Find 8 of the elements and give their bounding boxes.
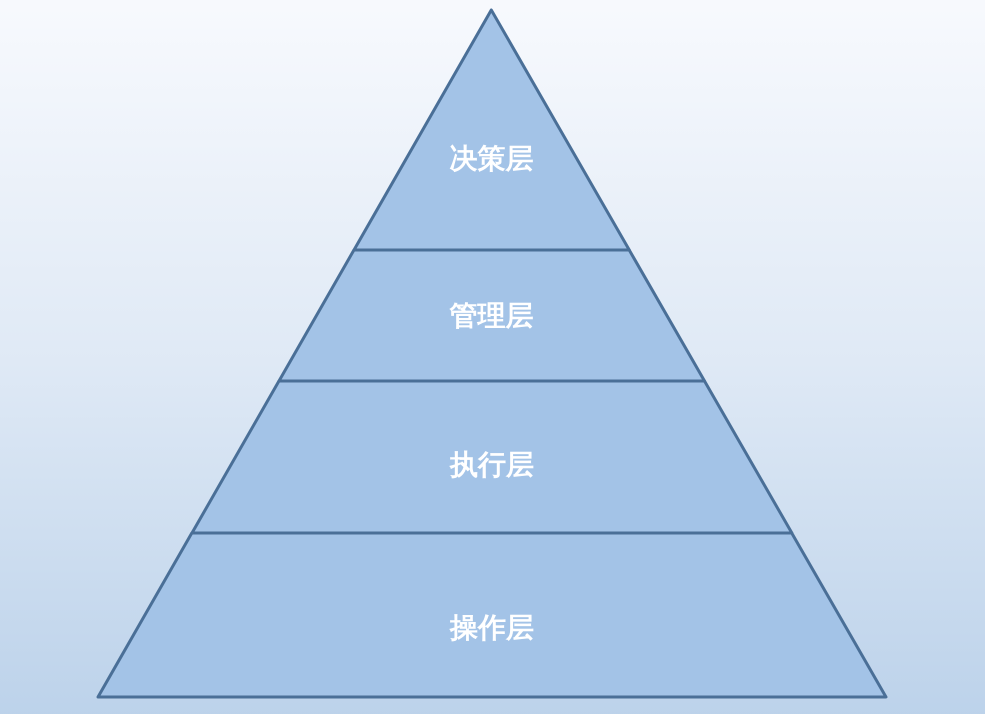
tier-label: 执行层 — [450, 448, 534, 482]
pyramid-tier — [98, 533, 886, 697]
pyramid-tier — [354, 10, 629, 250]
pyramid-tier — [192, 381, 792, 533]
tier-label: 决策层 — [449, 142, 534, 176]
pyramid-tier — [278, 250, 704, 381]
tier-label: 操作层 — [450, 611, 534, 646]
tier-label: 管理层 — [450, 298, 534, 332]
